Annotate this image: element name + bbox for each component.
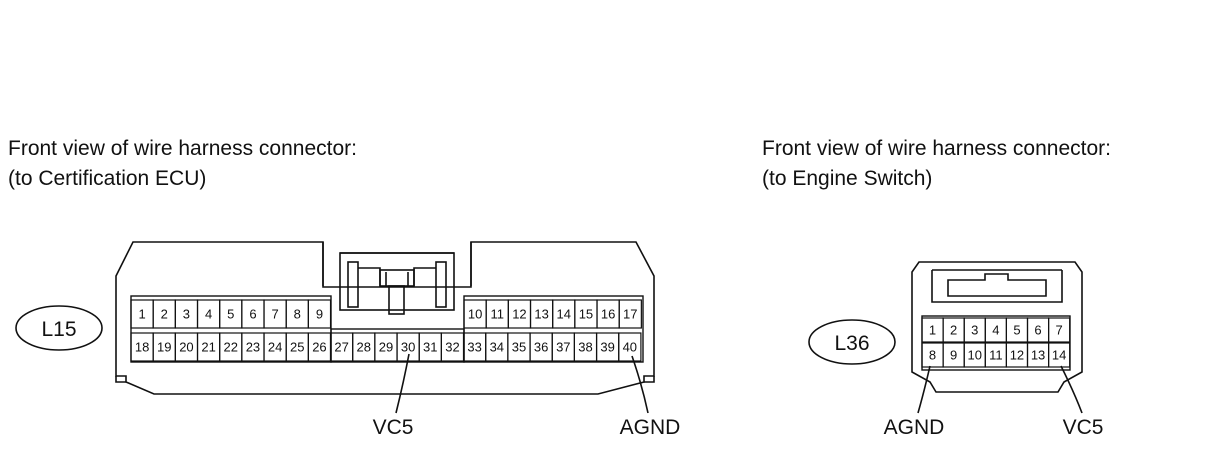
l15-pin-28: 28: [357, 340, 371, 355]
left-connector-id: L15: [15, 305, 103, 351]
right-callouts: [917, 365, 1083, 414]
l15-pin-1: 1: [138, 307, 145, 322]
l15-pin-21: 21: [201, 340, 215, 355]
l36-pin-2: 2: [950, 323, 957, 338]
right-connector-caption: Front view of wire harness connector: (t…: [762, 134, 1111, 194]
l36-pin-11: 11: [989, 348, 1003, 363]
l15-pin-17-cell: [618, 299, 642, 329]
l36-pin-6: 6: [1034, 323, 1041, 338]
agnd-leader-right: [917, 365, 931, 414]
l36-pin-9: 9: [950, 348, 957, 363]
l15-pin-40: 40: [623, 340, 637, 355]
l15-pin-18: 18: [135, 340, 149, 355]
right-caption-line2: (to Engine Switch): [762, 167, 933, 190]
right-callout-agnd: AGND: [884, 416, 945, 439]
l15-pin-37: 37: [556, 340, 570, 355]
left-connector-id-label: L15: [41, 318, 76, 341]
l15-pin-33: 33: [467, 340, 481, 355]
right-connector-id-label: L36: [834, 332, 869, 355]
l15-pin-29: 29: [379, 340, 393, 355]
l15-pin-30: 30: [401, 340, 415, 355]
right-caption-line1: Front view of wire harness connector:: [762, 137, 1111, 160]
l15-pin-40-cell: [618, 332, 642, 362]
l15-pin-8: 8: [294, 307, 301, 322]
l15-pin-35: 35: [512, 340, 526, 355]
l36-pin-14: 14: [1052, 348, 1066, 363]
l15-pin-9: 9: [316, 307, 323, 322]
right-callout-vc5: VC5: [1063, 416, 1104, 439]
l15-pin-15: 15: [579, 307, 593, 322]
l15-pin-3: 3: [183, 307, 190, 322]
l36-pin-13: 13: [1031, 348, 1045, 363]
l15-pin-32: 32: [445, 340, 459, 355]
l15-pin-22: 22: [224, 340, 238, 355]
l15-pin-13: 13: [534, 307, 548, 322]
l15-pin-25: 25: [290, 340, 304, 355]
left-callout-vc5: VC5: [373, 416, 414, 439]
l15-pin-2: 2: [161, 307, 168, 322]
l36-pin-5: 5: [1013, 323, 1020, 338]
vc5-leader-left: [395, 353, 410, 414]
l36-pin-3: 3: [971, 323, 978, 338]
right-connector-body: [911, 261, 1083, 393]
left-connector-caption: Front view of wire harness connector: (t…: [8, 134, 357, 194]
left-callouts: [395, 353, 649, 414]
right-connector-id: L36: [808, 319, 896, 365]
l15-pin-6: 6: [249, 307, 256, 322]
l15-pin-5: 5: [227, 307, 234, 322]
l15-pin-39: 39: [600, 340, 614, 355]
l15-pin-11: 11: [491, 307, 505, 322]
left-caption-line1: Front view of wire harness connector:: [8, 137, 357, 160]
l15-pin-36: 36: [534, 340, 548, 355]
l36-pin-10: 10: [968, 348, 982, 363]
l36-pin-8: 8: [929, 348, 936, 363]
l15-pin-19: 19: [157, 340, 171, 355]
l15-pin-20: 20: [179, 340, 193, 355]
l15-pin-7: 7: [271, 307, 278, 322]
l15-pin-4: 4: [205, 307, 212, 322]
l15-pin-14: 14: [557, 307, 571, 322]
left-connector-body: [115, 241, 655, 395]
l36-pin-7: 7: [1056, 323, 1063, 338]
agnd-leader-left: [631, 355, 649, 414]
l15-pin-9-cell: [307, 299, 332, 329]
vc5-leader-right: [1060, 365, 1083, 414]
l15-pin-26: 26: [312, 340, 326, 355]
l36-pin-4: 4: [992, 323, 999, 338]
left-callout-agnd: AGND: [620, 416, 681, 439]
l15-pin-24: 24: [268, 340, 282, 355]
l15-pin-34: 34: [490, 340, 504, 355]
l15-pin-27: 27: [334, 340, 348, 355]
l36-pin-14-cell: [1047, 342, 1071, 368]
l36-pin-7-cell: [1047, 317, 1071, 343]
left-caption-line2: (to Certification ECU): [8, 167, 207, 190]
l15-pin-12: 12: [512, 307, 526, 322]
l36-pin-12: 12: [1010, 348, 1024, 363]
l15-pin-38: 38: [578, 340, 592, 355]
l15-pin-23: 23: [246, 340, 260, 355]
l36-pin-1: 1: [929, 323, 936, 338]
l15-pin-31: 31: [423, 340, 437, 355]
l15-pin-17: 17: [623, 307, 637, 322]
l15-pin-16: 16: [601, 307, 615, 322]
l15-pin-10: 10: [468, 307, 482, 322]
